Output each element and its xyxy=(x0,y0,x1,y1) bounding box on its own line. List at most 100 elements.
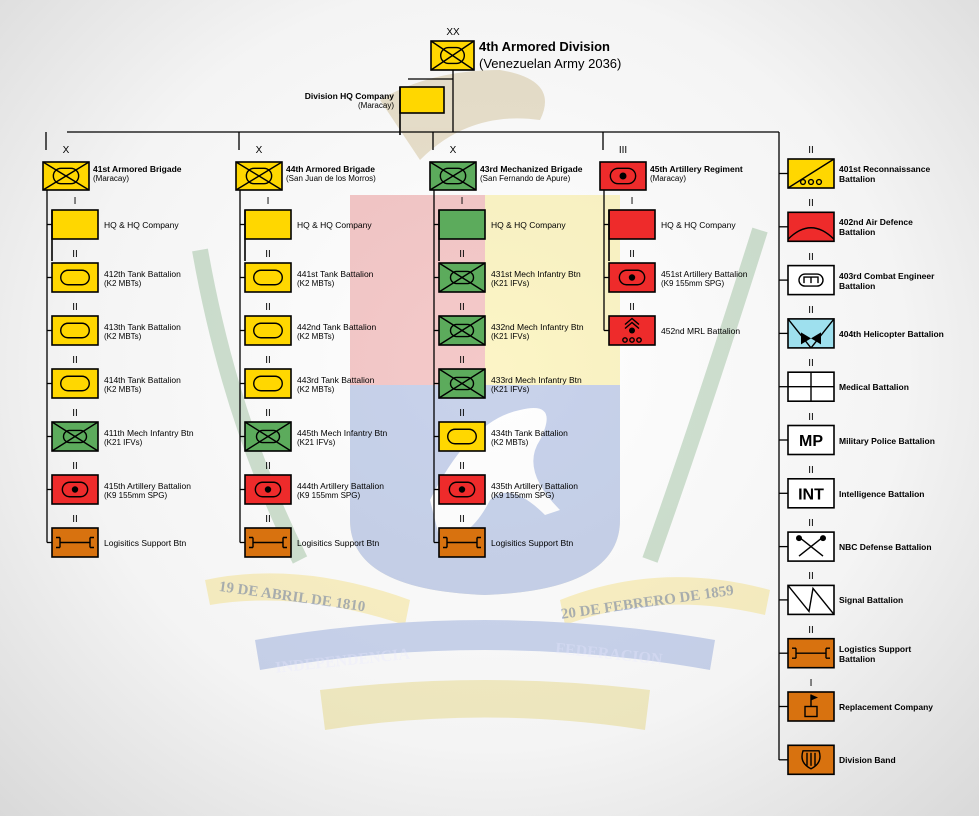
wheel-icon xyxy=(629,337,635,343)
wheel-icon xyxy=(636,337,642,343)
unit-frame xyxy=(51,368,99,399)
unit-label-c3-4-title: 434th Tank Battalion xyxy=(491,428,568,438)
unit-symbol xyxy=(438,209,486,261)
unit-label-c1-2-title: 413th Tank Battalion xyxy=(104,322,181,332)
unit-frame xyxy=(244,368,292,399)
brigade-label-c3: 43rd Mechanized Brigade(San Fernando de … xyxy=(480,164,583,184)
recon-slash-icon xyxy=(787,158,835,189)
brigade-label-c4-subtitle: (Maracay) xyxy=(650,174,687,183)
unit-echelon: I xyxy=(460,196,464,207)
separate-label-4-title: Medical Battalion xyxy=(839,382,909,393)
track-oval-icon xyxy=(449,270,475,285)
unit-label-c2-4-title: 445th Mech Infantry Btn xyxy=(297,428,388,438)
unit-label-c1-5-subtitle: (K9 155mm SPG) xyxy=(104,491,168,500)
brigade-label-c1-title: 41st Armored Brigade xyxy=(93,164,182,174)
artillery-dot-icon xyxy=(628,274,636,281)
unit-symbol xyxy=(244,527,292,558)
track-oval-icon xyxy=(61,481,89,498)
helicopter-diagonal-icon xyxy=(810,318,835,349)
logistics-bracket-icon xyxy=(56,536,94,549)
unit-echelon: II xyxy=(265,408,271,419)
logistics-bracket-icon xyxy=(249,536,287,549)
[object SVGGElement] xyxy=(801,332,821,345)
lyre-icon xyxy=(801,750,821,770)
unit-echelon: II xyxy=(629,249,635,260)
separate-label-1: 402nd Air Defence Battalion xyxy=(839,217,949,237)
brigade-label-c3-subtitle: (San Fernando de Apure) xyxy=(480,174,571,183)
unit-label-c3-2-title: 432nd Mech Infantry Btn xyxy=(491,322,584,332)
unit-symbol xyxy=(438,527,486,558)
unit-label-c1-4: 411th Mech Infantry Btn(K21 IFVs) xyxy=(104,428,194,448)
unit-label-c3-3-title: 433rd Mech Infantry Btn xyxy=(491,375,582,385)
track-oval-icon xyxy=(439,46,466,65)
separate-unit-symbol xyxy=(787,637,835,669)
separate-label-5-title: Military Police Battalion xyxy=(839,435,935,446)
unit-label-c1-4-subtitle: (K21 IFVs) xyxy=(104,438,143,447)
separate-echelon: II xyxy=(808,518,814,530)
track-oval-icon xyxy=(60,375,90,392)
track-oval-icon xyxy=(60,269,90,286)
separate-label-5: Military Police Battalion xyxy=(839,436,935,446)
unit-label-c2-3: 443rd Tank Battalion(K2 MBTs) xyxy=(297,375,374,395)
separate-unit-symbol xyxy=(787,371,835,403)
track-oval-icon xyxy=(253,375,283,392)
separate-label-3: 404th Helicopter Battalion xyxy=(839,329,944,339)
division-symbol xyxy=(430,40,475,71)
unit-symbol xyxy=(244,474,292,505)
separate-label-6: Intelligence Battalion xyxy=(839,489,925,499)
chevron-icon xyxy=(624,317,640,330)
unit-frame xyxy=(438,421,486,452)
unit-label-c1-2-subtitle: (K2 MBTs) xyxy=(104,332,142,341)
unit-echelon: I xyxy=(73,196,77,207)
unit-label-c2-0: HQ & HQ Company xyxy=(297,220,372,230)
artillery-dot-icon xyxy=(71,486,79,493)
track-oval-icon xyxy=(62,429,88,444)
separate-unit-symbol: INT xyxy=(787,477,835,509)
engineer-bridge-icon xyxy=(803,276,819,284)
separate-label-11: Division Band xyxy=(839,755,896,765)
track-oval-icon xyxy=(609,167,637,185)
artillery-dot-icon xyxy=(264,486,272,493)
[object SVGGElement] xyxy=(796,535,802,542)
unit-symbol xyxy=(51,315,99,346)
track-oval-icon xyxy=(60,322,90,339)
separate-unit-symbol xyxy=(787,264,835,296)
unit-label-c4-1-subtitle: (K9 155mm SPG) xyxy=(661,279,725,288)
unit-symbol xyxy=(438,368,486,399)
unit-echelon: II xyxy=(459,461,465,472)
unit-frame xyxy=(787,318,835,349)
unit-symbol xyxy=(51,527,99,558)
infantry-cross-icon xyxy=(429,161,477,191)
horse-shape xyxy=(430,408,560,540)
unit-echelon: II xyxy=(72,355,78,366)
unit-frame xyxy=(787,211,835,243)
separate-echelon: II xyxy=(808,145,814,156)
unit-echelon: II xyxy=(459,514,465,525)
separate-label-6-title: Intelligence Battalion xyxy=(839,488,925,499)
unit-symbol xyxy=(244,262,292,293)
brigade-label-c2-subtitle: (San Juan de los Morros) xyxy=(286,174,376,183)
separate-unit-symbol xyxy=(787,691,835,722)
unit-echelon: II xyxy=(629,302,635,313)
track-oval-icon xyxy=(448,481,476,498)
unit-label-c1-5-title: 415th Artillery Battalion xyxy=(104,481,191,491)
separate-label-11-title: Division Band xyxy=(839,755,896,766)
unit-label-c3-0-title: HQ & HQ Company xyxy=(491,220,566,230)
separate-unit-symbol xyxy=(787,318,835,349)
separate-echelon: II xyxy=(808,464,814,476)
unit-echelon: II xyxy=(72,514,78,525)
division-hq-symbol xyxy=(399,86,445,135)
track-oval-icon xyxy=(618,269,646,286)
hq-title: Division HQ Company xyxy=(304,91,394,101)
unit-label-c1-6-title: Logisitics Support Btn xyxy=(104,538,187,548)
unit-echelon: II xyxy=(459,408,465,419)
unit-echelon: II xyxy=(265,302,271,313)
brigade-label-c3-title: 43rd Mechanized Brigade xyxy=(480,164,583,174)
infantry-cross-icon xyxy=(430,40,475,71)
unit-symbol xyxy=(51,368,99,399)
separate-unit-symbol xyxy=(787,531,835,562)
infantry-cross-icon xyxy=(438,315,486,346)
brigade-label-c4-title: 45th Artillery Regiment xyxy=(650,164,743,174)
